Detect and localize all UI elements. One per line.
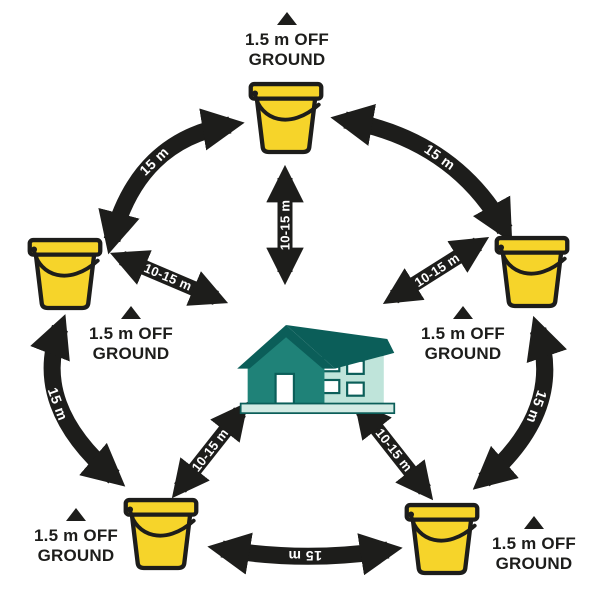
bucket-icon — [399, 495, 485, 577]
bucket-icon — [243, 74, 329, 156]
up-arrow-icon — [524, 516, 544, 529]
height-label: 1.5 m OFF GROUND — [34, 508, 118, 565]
house-illustration — [237, 325, 396, 415]
height-label-line1: 1.5 m OFF — [89, 324, 173, 343]
bucket-icon — [118, 490, 204, 572]
up-arrow-icon — [66, 508, 86, 521]
arrow-house-to-bottom-left-bucket — [171, 401, 249, 499]
height-label-line1: 1.5 m OFF — [492, 534, 576, 553]
height-label-line2: GROUND — [495, 553, 573, 573]
bucket-distance-label: 15 m — [288, 548, 322, 564]
height-label-line2: GROUND — [92, 343, 170, 363]
height-label-line2: GROUND — [248, 49, 326, 69]
height-label-line2: GROUND — [424, 343, 502, 363]
arrow-top-to-upper-left — [98, 108, 245, 255]
up-arrow-icon — [277, 12, 297, 25]
height-label-line1: 1.5 m OFF — [34, 526, 118, 545]
height-label: 1.5 m OFF GROUND — [245, 12, 329, 69]
height-label: 1.5 m OFF GROUND — [421, 306, 505, 363]
bucket-icon — [22, 230, 108, 312]
house-distance-label: 10-15 m — [277, 199, 293, 251]
arrow-house-to-bottom-right-bucket — [353, 399, 434, 501]
arrow-house-to-upper-left-bucket — [109, 250, 229, 306]
bucket-icon — [489, 228, 575, 310]
up-arrow-icon — [121, 306, 141, 319]
height-label: 1.5 m OFF GROUND — [492, 516, 576, 573]
house-icon — [211, 278, 403, 420]
arrow-upper-left-to-bottom-left — [30, 314, 126, 487]
arrow-top-to-upper-right — [330, 104, 513, 244]
arrow-upper-right-to-bottom-right — [472, 315, 567, 490]
up-arrow-icon — [453, 306, 473, 319]
height-label-line1: 1.5 m OFF — [245, 30, 329, 49]
height-label-line1: 1.5 m OFF — [421, 324, 505, 343]
height-label: 1.5 m OFF GROUND — [89, 306, 173, 363]
arrow-bottom-left-to-bottom-right — [207, 532, 403, 576]
arrow-house-to-upper-right-bucket — [382, 236, 490, 305]
height-label-line2: GROUND — [37, 545, 115, 565]
